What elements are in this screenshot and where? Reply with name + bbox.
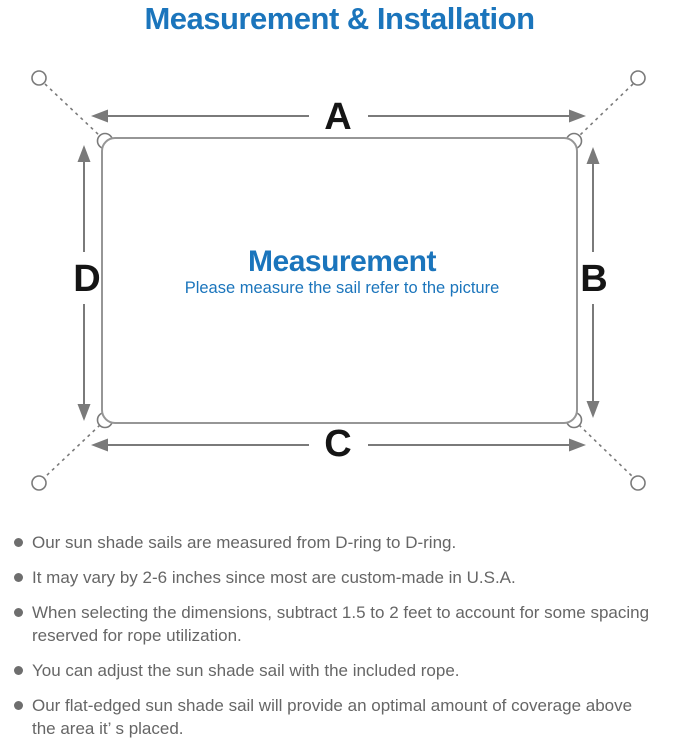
rope-dashed-top-right [578, 83, 634, 137]
page-title: Measurement & Installation [144, 1, 535, 36]
bullet-icon [14, 701, 23, 710]
rope-dashed-bottom-left [44, 424, 101, 478]
note-text: Our flat-edged sun shade sail will provi… [32, 694, 675, 739]
rope-dashed-top-left [44, 83, 101, 137]
note-line: When selecting the dimensions, subtract … [32, 603, 650, 622]
anchor-ring-bottom-left [31, 475, 47, 491]
dimension-label-a: A [324, 96, 351, 138]
dimension-arrow-a [91, 109, 586, 123]
note-text: Our sun shade sails are measured from D-… [32, 531, 675, 554]
note-line: Our sun shade sails are measured from D-… [32, 533, 457, 552]
dimension-label-b: B [580, 258, 607, 300]
installation-notes-list: Our sun shade sails are measured from D-… [13, 531, 675, 739]
dimension-label-d: D [73, 258, 100, 300]
note-line: It may vary by 2-6 inches since most are… [32, 568, 516, 587]
bullet-icon [14, 608, 23, 617]
list-item: Our sun shade sails are measured from D-… [13, 531, 675, 554]
bullet-icon [14, 666, 23, 675]
dimension-arrow-c [91, 438, 586, 452]
note-line: reserved for rope utilization. [32, 626, 242, 645]
list-item: You can adjust the sun shade sail with t… [13, 659, 675, 682]
dimension-label-c: C [324, 423, 351, 465]
note-line: Our flat-edged sun shade sail will provi… [32, 696, 633, 715]
sail-outline [101, 137, 578, 424]
bullet-icon [14, 538, 23, 547]
list-item: It may vary by 2-6 inches since most are… [13, 566, 675, 589]
dimension-arrow-d [77, 145, 91, 421]
note-line: You can adjust the sun shade sail with t… [32, 661, 460, 680]
anchor-ring-top-right [630, 70, 646, 86]
diagram-subtitle: Please measure the sail refer to the pic… [185, 279, 500, 297]
dimension-arrow-b [586, 147, 600, 418]
rope-dashed-bottom-right [578, 424, 634, 478]
diagram-heading: Measurement [248, 245, 436, 278]
bullet-icon [14, 573, 23, 582]
note-line: the area it’ s placed. [32, 719, 184, 738]
note-text: It may vary by 2-6 inches since most are… [32, 566, 675, 589]
anchor-ring-top-left [31, 70, 47, 86]
measurement-diagram: A B C D Measurement Please measure the s… [31, 70, 646, 491]
list-item: Our flat-edged sun shade sail will provi… [13, 694, 675, 739]
note-text: When selecting the dimensions, subtract … [32, 601, 675, 647]
note-text: You can adjust the sun shade sail with t… [32, 659, 675, 682]
list-item: When selecting the dimensions, subtract … [13, 601, 675, 647]
anchor-ring-bottom-right [630, 475, 646, 491]
